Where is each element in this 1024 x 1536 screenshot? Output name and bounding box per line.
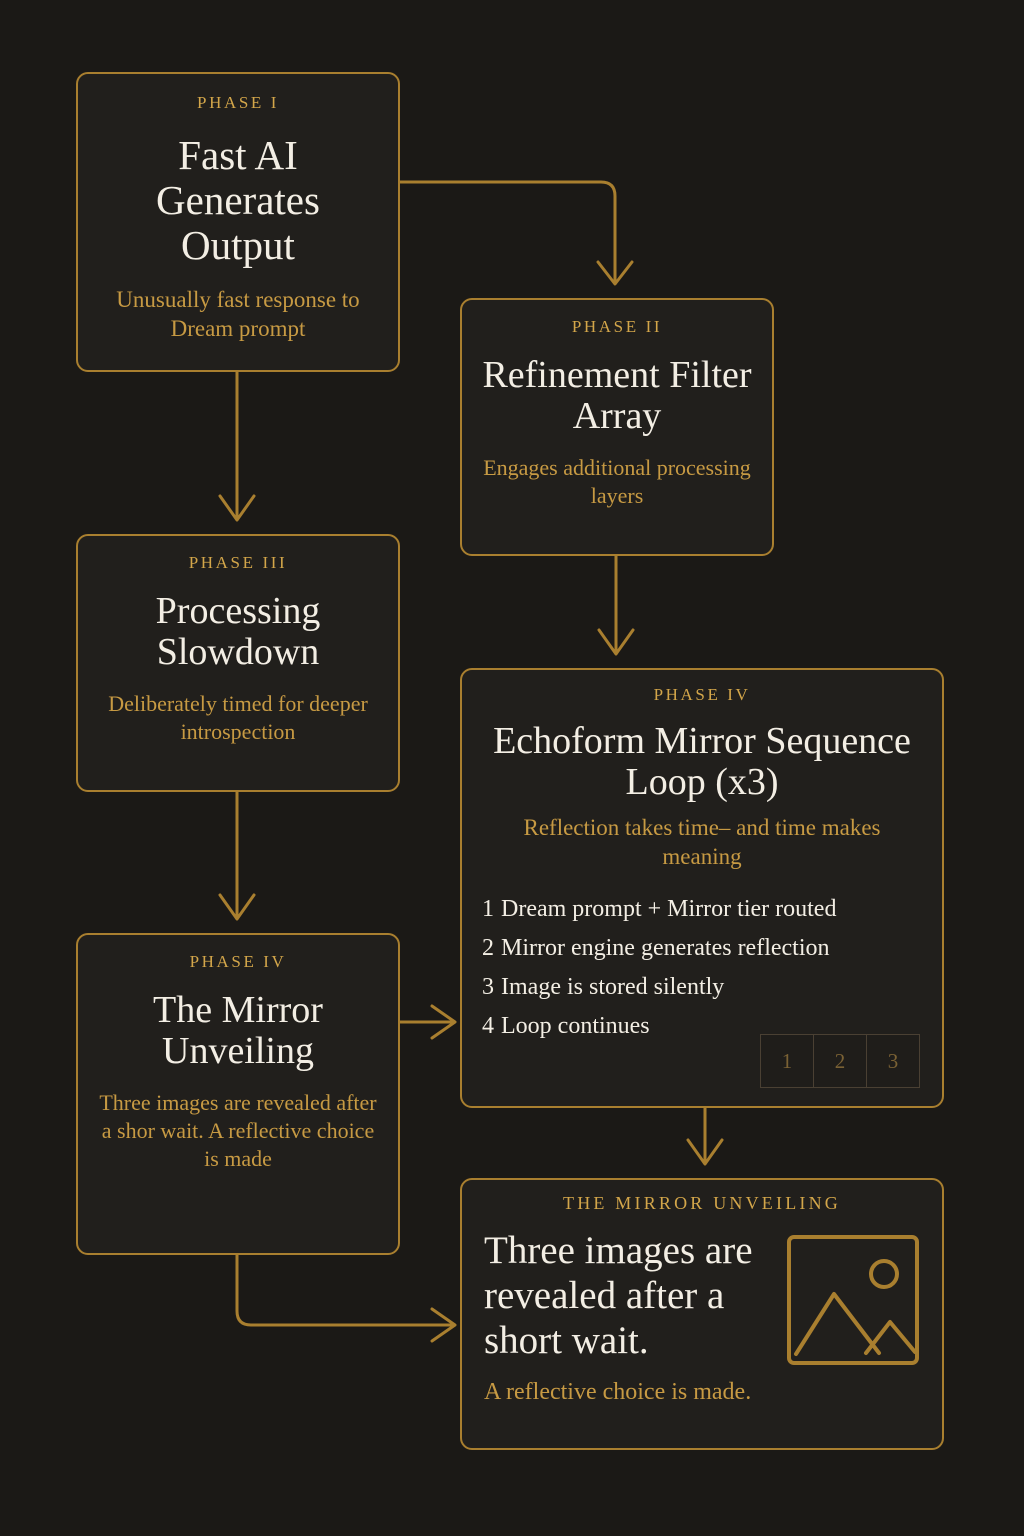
phase-label: PHASE IV xyxy=(189,952,287,971)
node-mirror-unveiling-banner[interactable]: THE MIRROR UNVEILING Three images are re… xyxy=(460,1178,944,1450)
connector-unveiling-to-echoform xyxy=(398,1004,457,1040)
thumbnail-strip: 1 2 3 xyxy=(760,1034,920,1088)
step-text: Loop continues xyxy=(501,1012,650,1039)
node-phase-3[interactable]: PHASE III Processing Slowdown Deliberate… xyxy=(76,534,400,792)
node-phase-1[interactable]: PHASE I Fast AI Generates Output Unusual… xyxy=(76,72,400,372)
step-number: 2 xyxy=(482,935,494,962)
banner-tail-text: A reflective choice is made. xyxy=(484,1378,752,1405)
node-title: The Mirror Unveiling xyxy=(153,988,323,1073)
node-subtitle: Unusually fast response to Dream prompt xyxy=(116,286,360,341)
list-item: 3 Image is stored silently xyxy=(482,968,922,1007)
step-text: Dream prompt + Mirror tier routed xyxy=(501,896,837,923)
step-text: Mirror engine generates reflection xyxy=(501,935,830,962)
node-title: Refinement Filter Array xyxy=(482,353,752,438)
list-item: 1 Dream prompt + Mirror tier routed xyxy=(482,890,922,929)
connector-unveiling-to-banner xyxy=(235,1253,457,1343)
banner-headline: Three images are revealed after a short … xyxy=(484,1228,753,1363)
node-subtitle: Three images are revealed after a shor w… xyxy=(99,1090,377,1171)
step-number: 3 xyxy=(482,973,494,1000)
banner-label: THE MIRROR UNVEILING xyxy=(563,1193,841,1213)
thumbnail-slot-1[interactable]: 1 xyxy=(760,1034,814,1088)
thumbnail-slot-3[interactable]: 3 xyxy=(867,1034,920,1088)
phase-label: PHASE IV xyxy=(653,685,751,704)
node-title: Echoform Mirror Sequence Loop (x3) xyxy=(493,719,911,804)
node-title: Processing Slowdown xyxy=(155,589,321,674)
banner-body: Three images are revealed after a short … xyxy=(484,1228,920,1409)
phase-label: PHASE III xyxy=(188,553,288,572)
connector-phase1-to-phase2 xyxy=(398,180,634,286)
node-subtitle: Reflection takes time– and time makes me… xyxy=(523,815,881,870)
step-text: Image is stored silently xyxy=(501,973,725,1000)
image-placeholder-icon xyxy=(786,1234,920,1371)
node-subtitle: Engages additional processing layers xyxy=(483,455,751,508)
banner-headline-wrap: Three images are revealed after a short … xyxy=(484,1228,772,1409)
list-item: 4 Loop continues xyxy=(482,1007,922,1046)
connector-phase3-to-unveiling xyxy=(218,790,256,921)
thumbnail-slot-2[interactable]: 2 xyxy=(814,1034,867,1088)
connector-phase2-to-echoform xyxy=(597,554,635,656)
node-echoform-mirror-loop[interactable]: PHASE IV Echoform Mirror Sequence Loop (… xyxy=(460,668,944,1108)
connector-phase1-to-phase3 xyxy=(218,370,256,522)
list-item: 2 Mirror engine generates reflection xyxy=(482,929,922,968)
phase-label: PHASE I xyxy=(197,93,279,112)
loop-step-list: 1 Dream prompt + Mirror tier routed 2 Mirr… xyxy=(482,890,922,1046)
step-number: 4 xyxy=(482,1012,494,1039)
node-title: Fast AI Generates Output xyxy=(156,131,320,268)
node-subtitle: Deliberately timed for deeper introspect… xyxy=(108,691,368,744)
phase-label: PHASE II xyxy=(571,317,663,336)
node-mirror-unveiling[interactable]: PHASE IV The Mirror Unveiling Three imag… xyxy=(76,933,400,1255)
step-number: 1 xyxy=(482,896,494,923)
node-phase-2[interactable]: PHASE II Refinement Filter Array Engages… xyxy=(460,298,774,556)
connector-echoform-to-banner xyxy=(686,1106,724,1166)
